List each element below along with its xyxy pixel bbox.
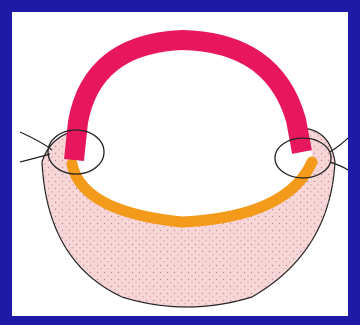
diagram-svg: [12, 12, 348, 316]
diagram-panel: [12, 12, 348, 316]
